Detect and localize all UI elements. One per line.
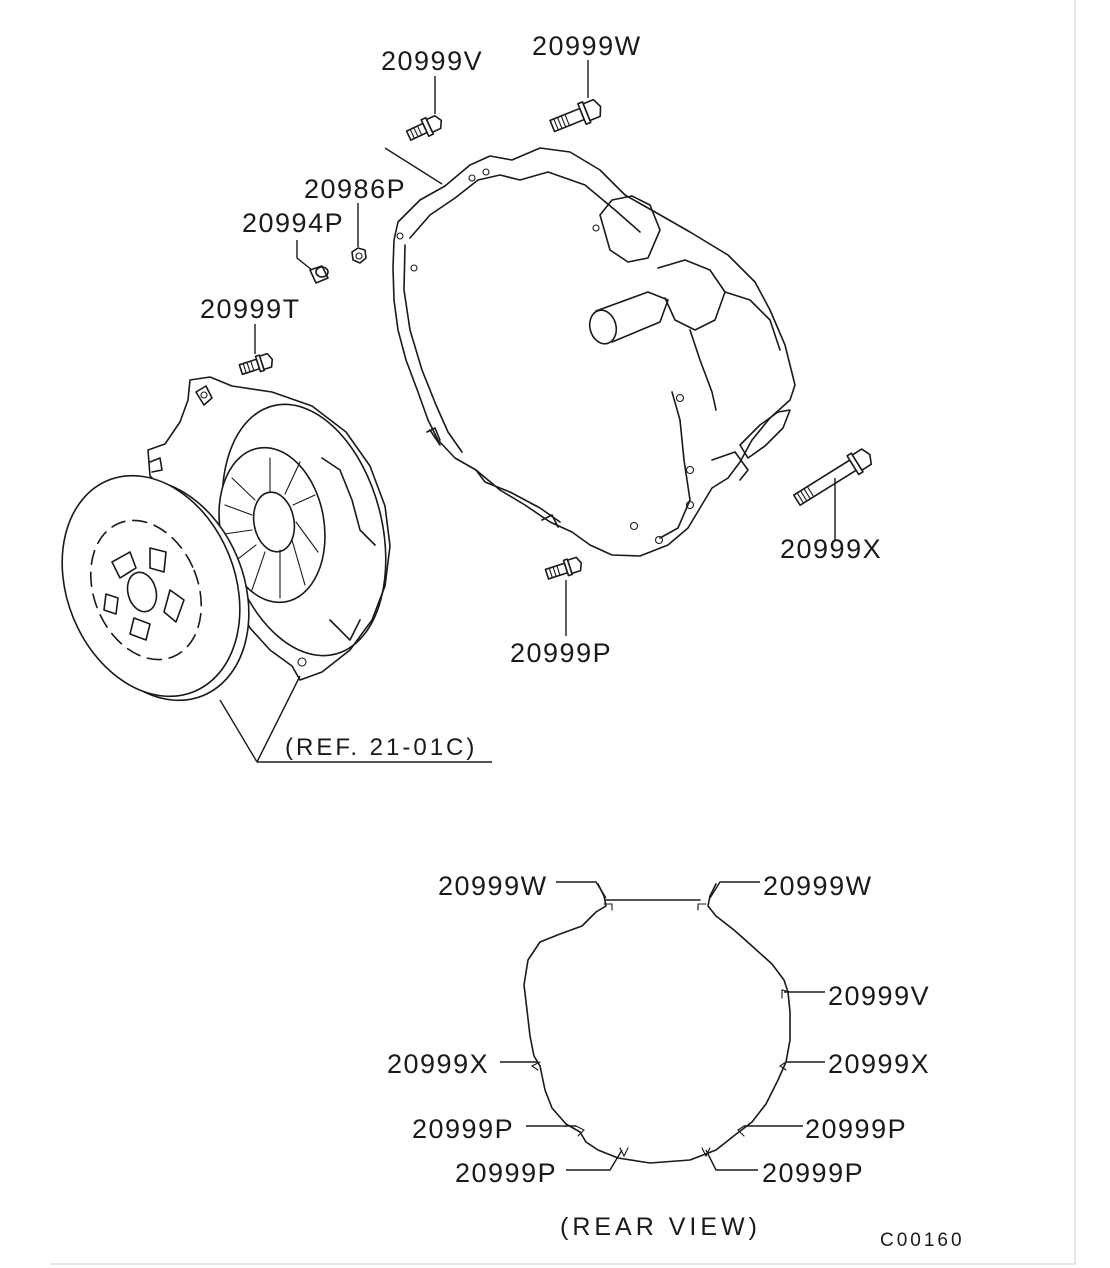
rear-callout-20999p-bottom-right: 20999P bbox=[762, 1158, 864, 1188]
callout-20999t: 20999T bbox=[200, 294, 301, 324]
bolt-20999v bbox=[405, 114, 443, 141]
callout-20999p: 20999P bbox=[510, 638, 612, 668]
bolt-20999x bbox=[792, 448, 873, 507]
nut-20986p bbox=[351, 247, 367, 264]
rear-callout-20999w-right: 20999W bbox=[763, 871, 873, 901]
rear-view-outline bbox=[523, 883, 791, 1164]
page-frame bbox=[50, 0, 1076, 1265]
bolt-20999w bbox=[549, 98, 602, 133]
bolt-20999t bbox=[238, 352, 274, 376]
figure-code: C00160 bbox=[880, 1230, 965, 1251]
callout-20986p: 20986P bbox=[304, 174, 406, 204]
clutch-disc bbox=[61, 474, 250, 702]
callout-20994p: 20994P bbox=[242, 208, 344, 238]
exploded-leader-lines bbox=[219, 60, 836, 763]
rear-callout-20999p-bottom-left: 20999P bbox=[455, 1158, 557, 1188]
callout-20999x: 20999X bbox=[780, 534, 882, 564]
bolt-20999p bbox=[544, 556, 583, 580]
rear-view-leader-lines bbox=[500, 881, 825, 1171]
disc-hub bbox=[103, 547, 185, 641]
rear-callout-20999x-right: 20999X bbox=[828, 1049, 930, 1079]
rear-callout-20999p-right: 20999P bbox=[805, 1114, 907, 1144]
dowel-20994p bbox=[309, 265, 329, 284]
callout-20999v: 20999V bbox=[381, 46, 483, 76]
rear-callout-20999w-left: 20999W bbox=[438, 871, 548, 901]
reference-label: (REF. 21-01C) bbox=[285, 734, 477, 761]
bell-housing bbox=[392, 147, 796, 557]
callout-20999w: 20999W bbox=[532, 31, 642, 61]
rear-callout-20999x-left: 20999X bbox=[387, 1049, 489, 1079]
rear-callout-20999v: 20999V bbox=[828, 981, 930, 1011]
rear-view-title: (REAR VIEW) bbox=[560, 1213, 761, 1241]
rear-callout-20999p-left: 20999P bbox=[412, 1114, 514, 1144]
diaphragm-fingers bbox=[223, 457, 319, 599]
